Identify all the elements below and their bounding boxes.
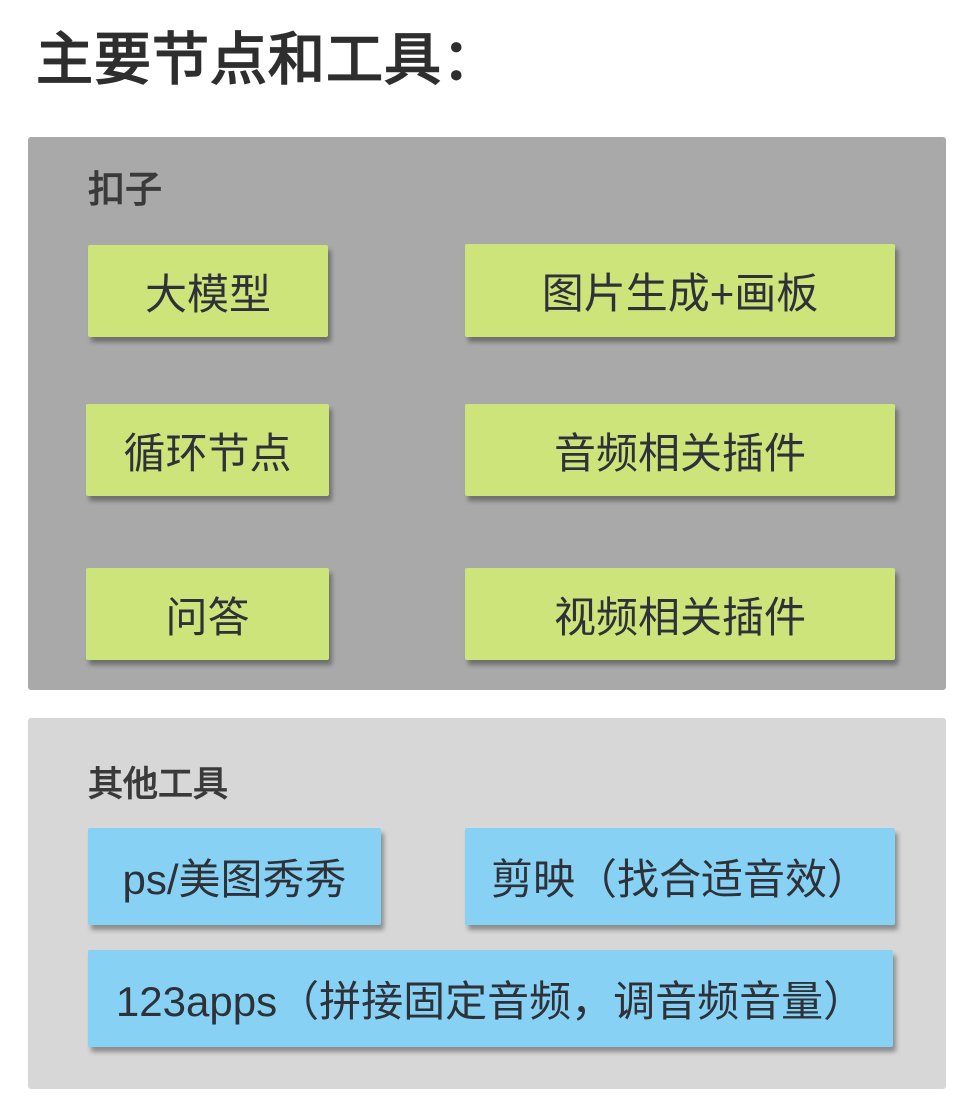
- box-123apps: 123apps（拼接固定音频，调音频音量）: [88, 950, 893, 1047]
- box-question-answer: 问答: [86, 568, 329, 660]
- box-ps-meitu: ps/美图秀秀: [88, 828, 381, 925]
- box-audio-plugins: 音频相关插件: [465, 404, 895, 496]
- panel-other-tools: 其他工具 ps/美图秀秀 剪映（找合适音效） 123apps（拼接固定音频，调音…: [28, 718, 946, 1089]
- box-large-model: 大模型: [88, 245, 328, 337]
- panel-other-tools-label: 其他工具: [88, 765, 229, 804]
- box-jianying-capcut: 剪映（找合适音效）: [465, 828, 895, 925]
- box-loop-node: 循环节点: [86, 404, 329, 496]
- page-title: 主要节点和工具：: [36, 28, 500, 92]
- panel-coze-label: 扣子: [88, 169, 162, 210]
- panel-coze: 扣子 大模型 图片生成+画板 循环节点 音频相关插件 问答 视频相关插件: [28, 137, 946, 690]
- box-video-plugins: 视频相关插件: [465, 568, 895, 660]
- box-image-generation-canvas: 图片生成+画板: [465, 244, 895, 337]
